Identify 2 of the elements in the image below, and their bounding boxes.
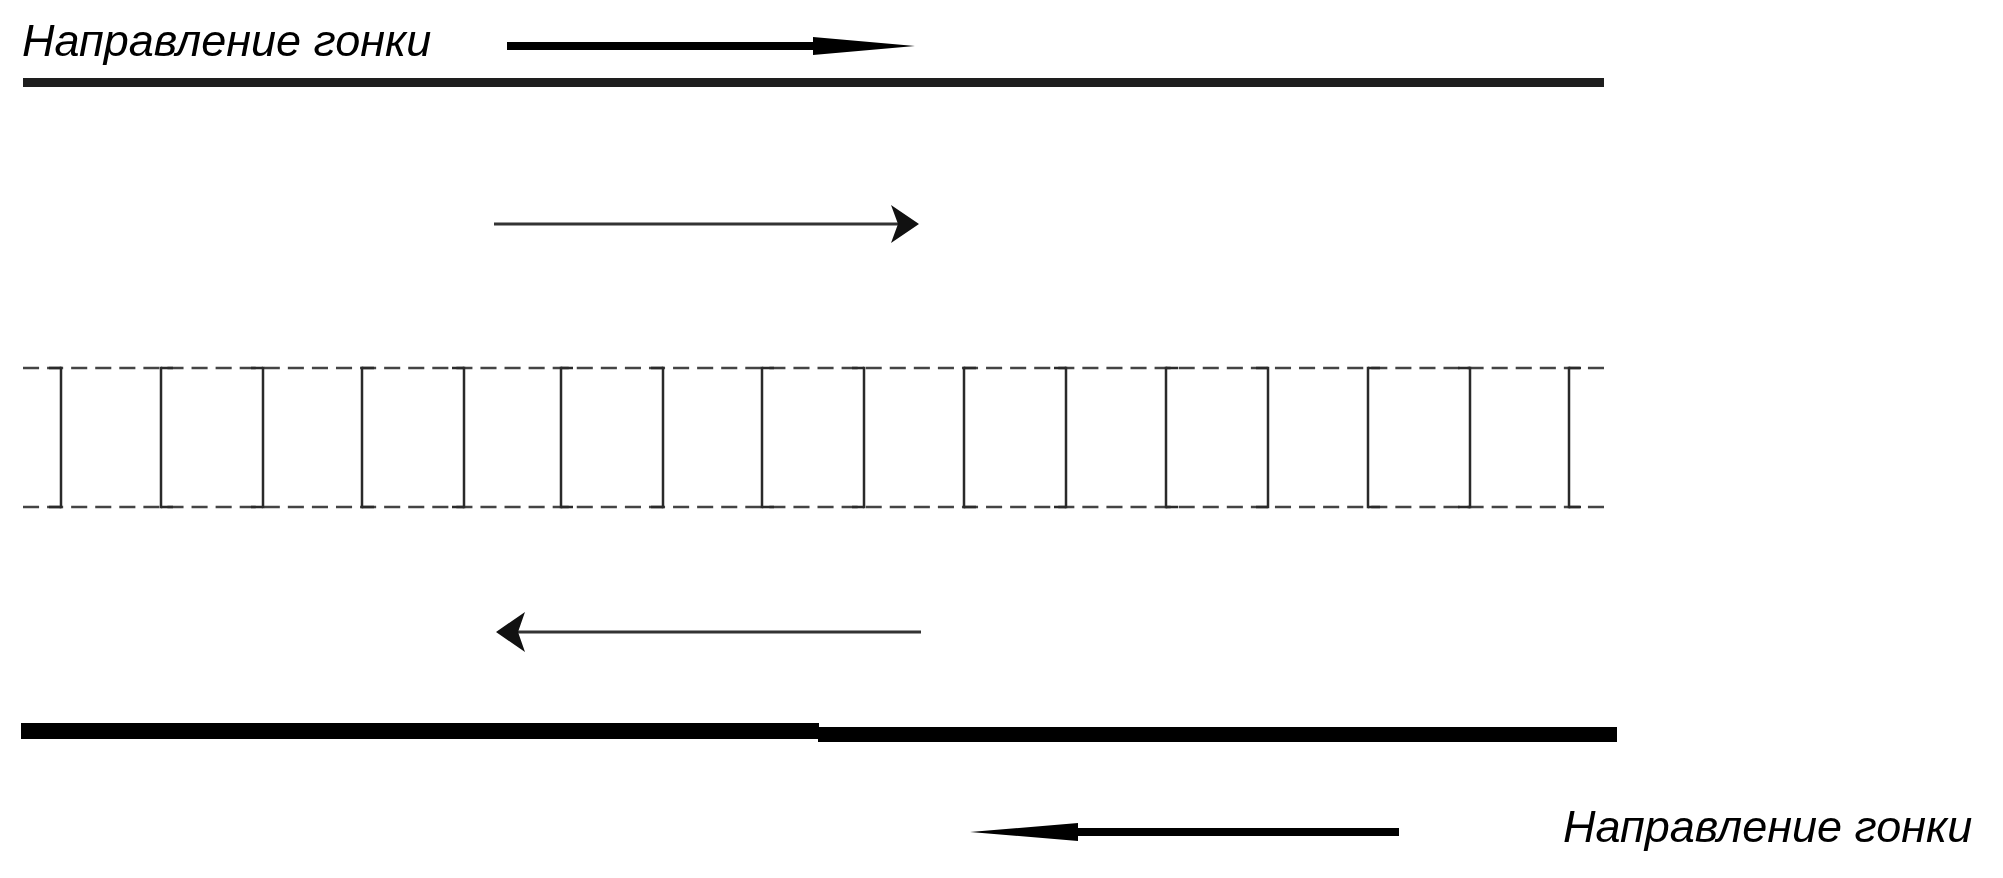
race-direction-label: Направление гонки <box>1563 804 1973 849</box>
race-direction-label: Направление гонки <box>22 18 432 63</box>
